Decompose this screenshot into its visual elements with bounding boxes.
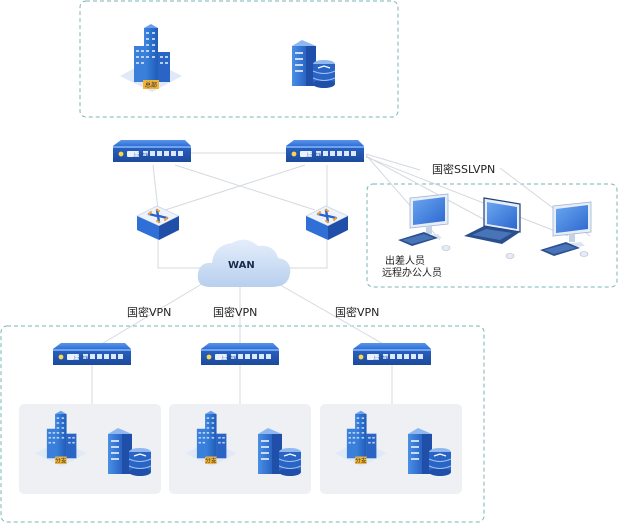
wan-label: WAN: [228, 260, 255, 271]
gateway-branch-2-logo: 上元信安: [221, 354, 237, 360]
connection-lines: [91, 152, 591, 404]
gateway-branch-3-logo: 上元信安: [373, 354, 389, 360]
hq-frame: [79, 0, 399, 118]
wan-cloud: [197, 239, 291, 287]
router-left: [135, 204, 181, 242]
hq-sign-text: 总部: [145, 81, 157, 89]
remote-frame: [366, 183, 618, 288]
branch-3-building: 分支: [335, 410, 387, 467]
gateway-left: 上元信安: [113, 140, 191, 162]
mouse-2: [505, 253, 515, 259]
gateway-branch-1: 上元信安: [53, 343, 131, 365]
vpn-label-mid: 国密VPN: [213, 306, 258, 319]
hq-server: [291, 39, 336, 89]
gateway-branch-1-logo: 上元信安: [73, 354, 89, 360]
branch-2-building: 分支: [185, 410, 237, 467]
branch-1-sign-text: 分支: [55, 456, 67, 464]
remote-staff-label-1: 出差人员: [385, 256, 425, 267]
sslvpn-label: 国密SSLVPN: [432, 163, 496, 176]
vpn-label-right: 国密VPN: [335, 306, 380, 319]
vpn-label-left: 国密VPN: [127, 306, 172, 319]
gateway-right: 上元信安: [286, 140, 364, 162]
branch-1-building: 分支: [35, 410, 87, 467]
mouse-1: [441, 245, 451, 251]
keyboard-1: [398, 232, 438, 246]
desktop-computer-2: [552, 201, 592, 249]
gateway-branch-3: 上元信安: [353, 343, 431, 365]
desktop-computer-1: [409, 193, 449, 241]
mouse-3: [579, 251, 589, 257]
hq-building: 总部: [120, 24, 182, 92]
router-right: [304, 204, 350, 242]
branch-2-sign-text: 分支: [205, 456, 217, 464]
remote-staff-label-2: 远程办公人员: [382, 268, 442, 279]
gateway-right-logo: 上元信安: [306, 151, 322, 157]
gateway-left-logo: 上元信安: [133, 151, 149, 157]
laptop: [464, 197, 521, 244]
branch-3-sign-text: 分支: [355, 456, 367, 464]
gateway-branch-2: 上元信安: [201, 343, 279, 365]
